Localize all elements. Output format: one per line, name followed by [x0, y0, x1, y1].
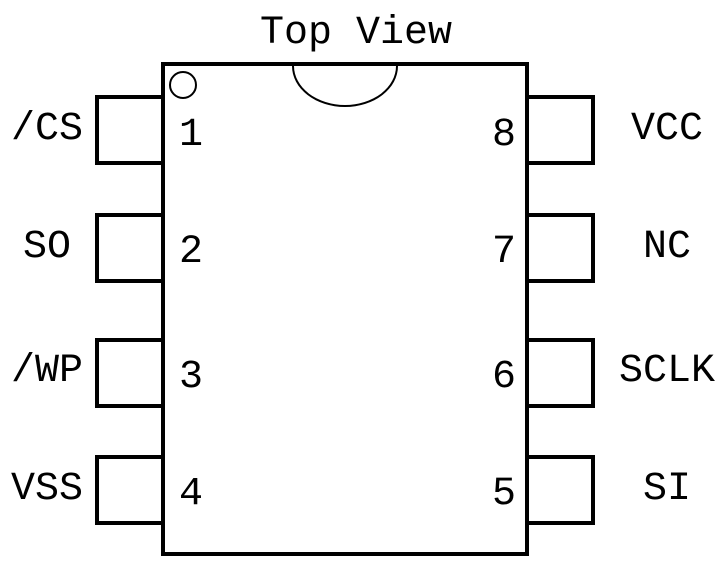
pin-3-box	[95, 338, 165, 408]
pin-8-label: VCC	[630, 107, 703, 152]
pin-7-label: NC	[642, 225, 691, 270]
pin-5-box	[525, 455, 595, 525]
pin-1-number: 1	[178, 113, 203, 158]
pin-3-label: /WP	[10, 349, 83, 394]
pin-7-number: 7	[491, 230, 516, 275]
pin-2-label: SO	[22, 225, 71, 270]
diagram-title: Top View	[259, 11, 453, 56]
pin-6-label: SCLK	[618, 349, 715, 394]
pin1-indicator-dot	[169, 71, 197, 99]
pin-4-number: 4	[178, 472, 203, 517]
pin-8-box	[525, 95, 595, 165]
pin-1-label: /CS	[10, 107, 83, 152]
pin-4-box	[95, 455, 165, 525]
chip-body	[161, 62, 529, 556]
pin-3-number: 3	[178, 355, 203, 400]
pin-8-number: 8	[491, 113, 516, 158]
pin-4-label: VSS	[10, 467, 83, 512]
pin-7-box	[525, 213, 595, 283]
pin-6-box	[525, 338, 595, 408]
pin-1-box	[95, 95, 165, 165]
pin-5-label: SI	[642, 467, 691, 512]
pin-5-number: 5	[491, 472, 516, 517]
pin-2-number: 2	[178, 230, 203, 275]
pin-2-box	[95, 213, 165, 283]
pin-6-number: 6	[491, 355, 516, 400]
